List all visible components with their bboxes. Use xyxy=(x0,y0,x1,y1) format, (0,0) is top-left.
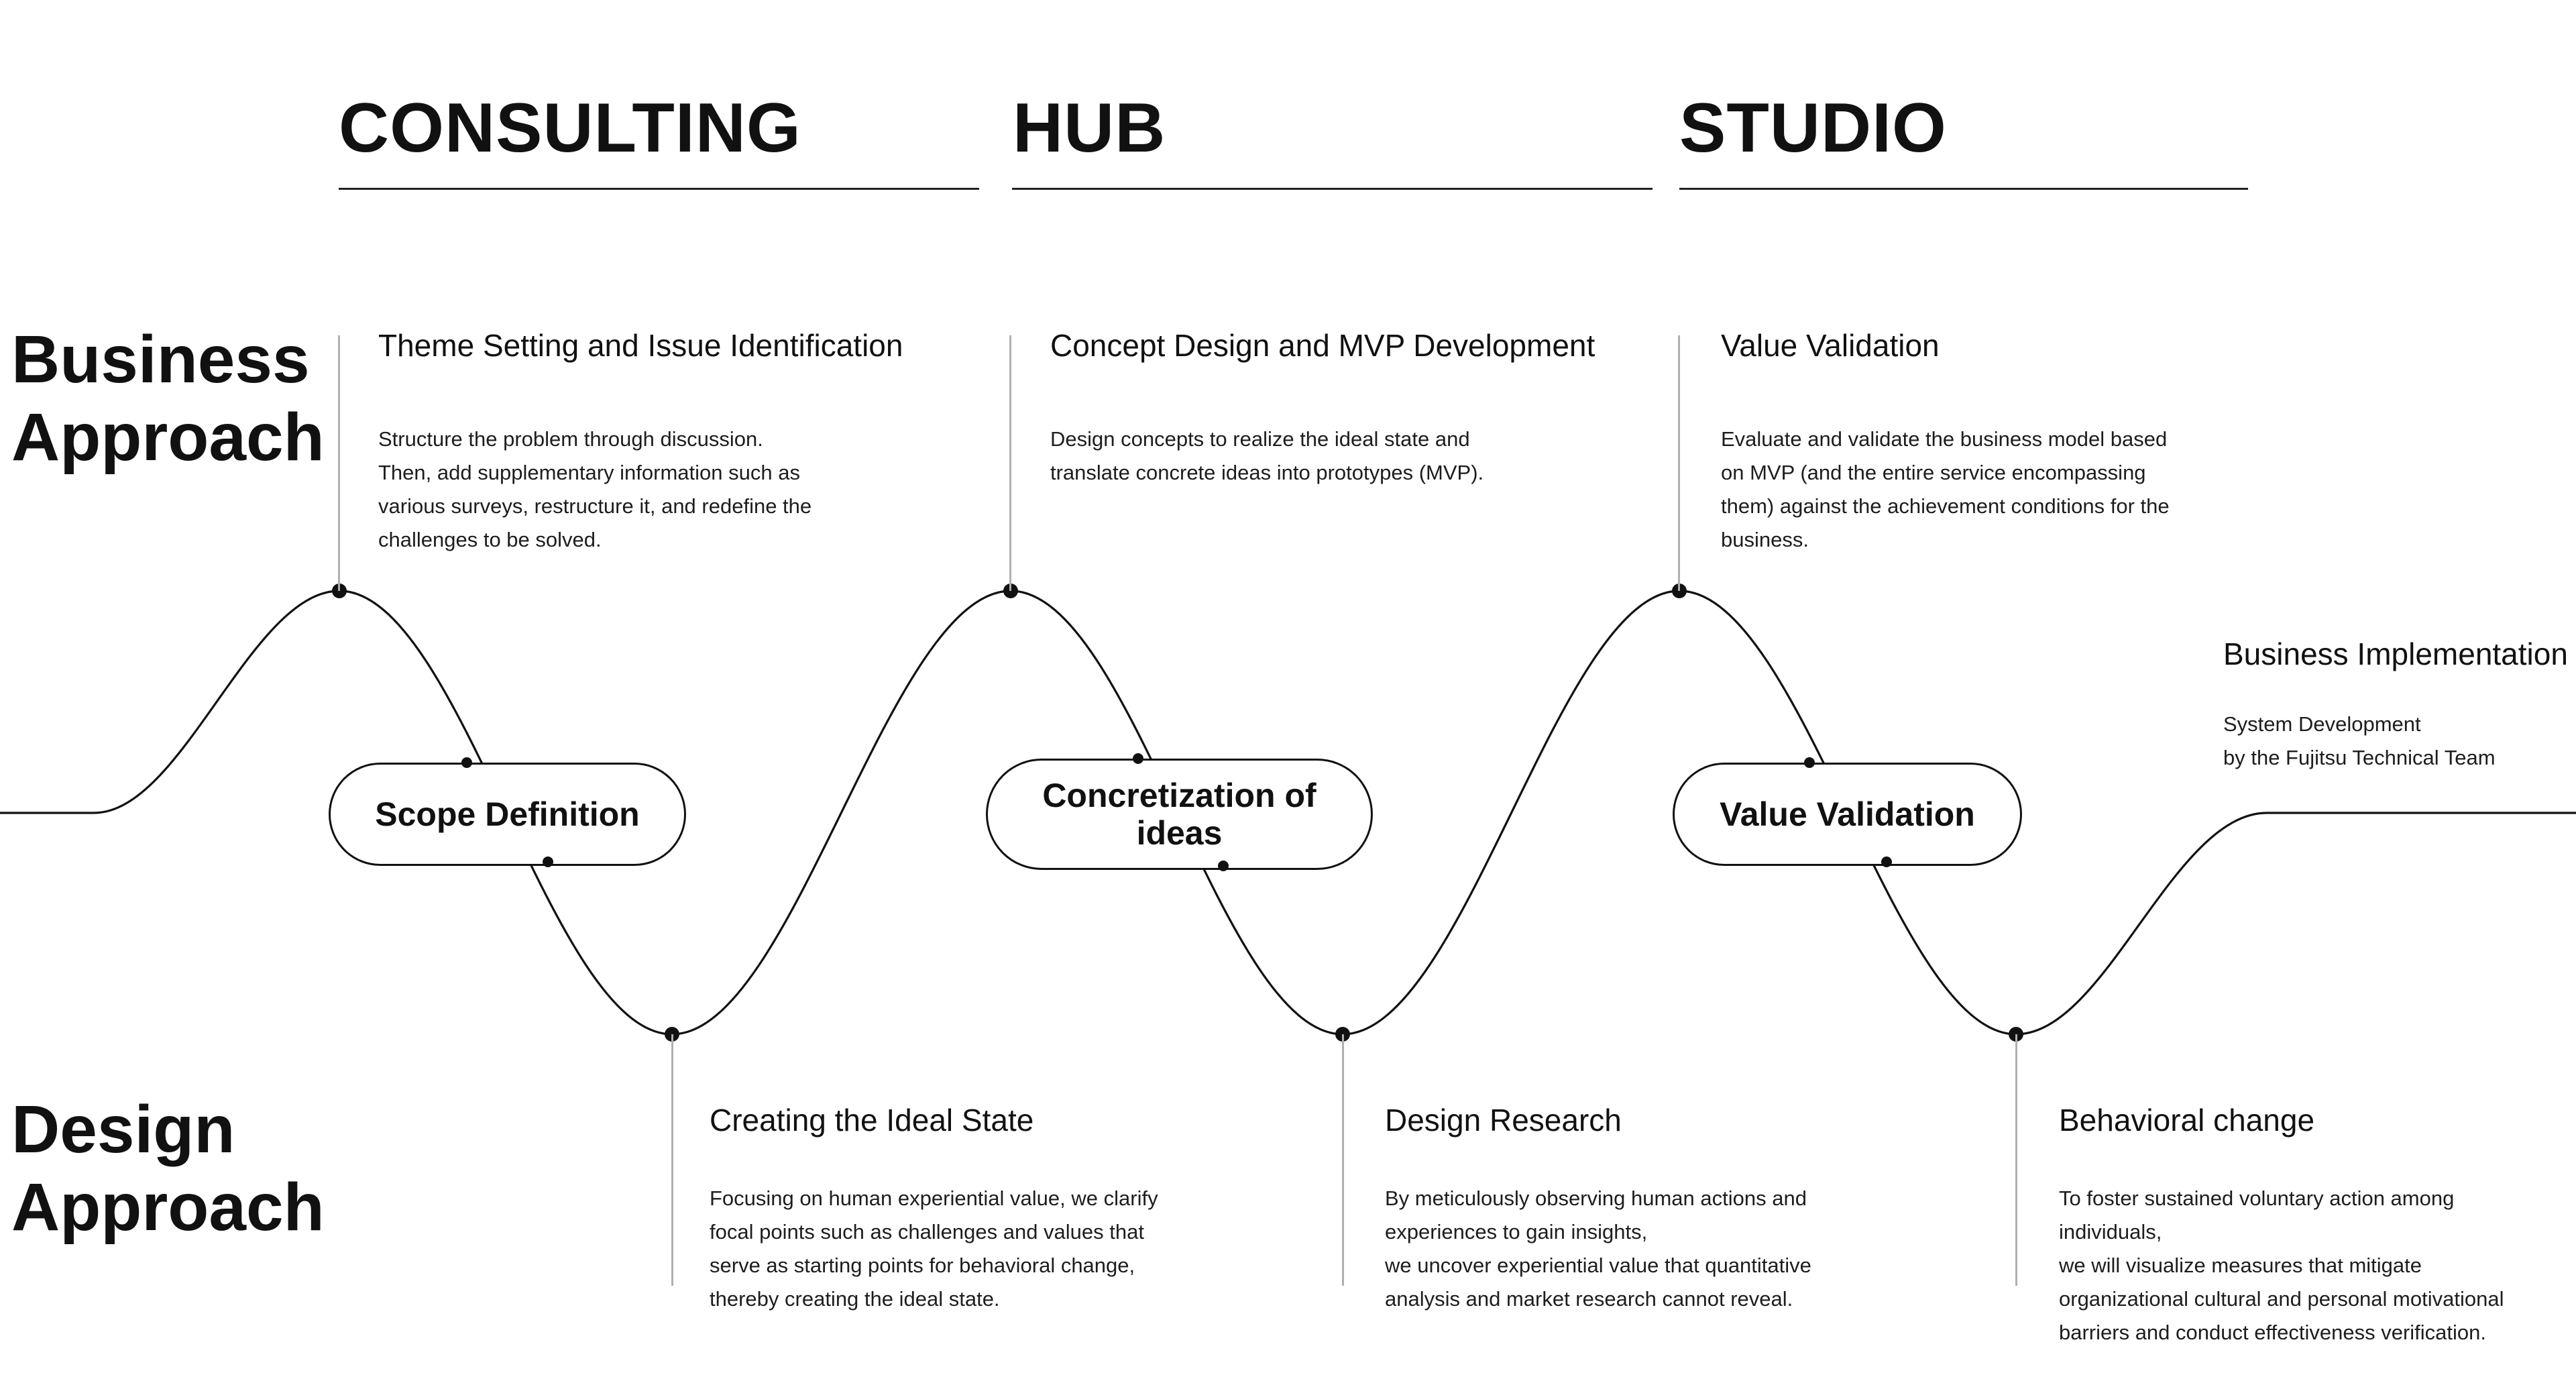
connector-line xyxy=(1342,1034,1344,1286)
body-line: Design concepts to realize the ideal sta… xyxy=(1050,427,1470,451)
business-card-concept-design: Concept Design and MVP Development xyxy=(1050,327,1667,364)
pill-label-line: ideas xyxy=(1136,814,1223,852)
body-line: barriers and conduct effectiveness verif… xyxy=(2059,1321,2486,1344)
connector-line xyxy=(1678,335,1680,591)
business-card-value-validation: Value Validation xyxy=(1721,327,2338,364)
body-line: individuals, xyxy=(2059,1220,2162,1244)
pill-label: Value Validation xyxy=(1720,795,1975,833)
body-line: on MVP (and the entire service encompass… xyxy=(1721,461,2146,484)
connector-line xyxy=(1009,335,1011,591)
body-line: we will visualize measures that mitigate xyxy=(2059,1254,2422,1277)
body-line: thereby creating the ideal state. xyxy=(710,1287,1000,1311)
card-title: Concept Design and MVP Development xyxy=(1050,328,1595,363)
connector-line xyxy=(338,335,340,591)
business-card-value-validation-body: Evaluate and validate the business model… xyxy=(1721,423,2170,557)
body-line: Structure the problem through discussion… xyxy=(378,427,763,451)
phase-title-consulting: CONSULTING xyxy=(339,89,801,167)
card-title: Behavioral change xyxy=(2059,1103,2315,1138)
phase-title-hub: HUB xyxy=(1013,89,1166,167)
pill-crossing-dot xyxy=(543,857,553,867)
wave-peak-dot xyxy=(332,584,347,598)
pill-value-validation: Value Validation xyxy=(1673,763,2022,866)
card-title: Theme Setting and Issue Identification xyxy=(378,328,903,363)
body-line: focal points such as challenges and valu… xyxy=(710,1220,1144,1244)
body-line: challenges to be solved. xyxy=(378,528,602,551)
body-line: Then, add supplementary information such… xyxy=(378,461,800,484)
card-title: Value Validation xyxy=(1721,328,1940,363)
body-line: experiences to gain insights, xyxy=(1385,1220,1648,1244)
design-card-creating-ideal-state: Creating the Ideal State xyxy=(710,1102,1327,1138)
pill-concretization-of-ideas: Concretization of ideas xyxy=(986,759,1373,870)
body-line: System Development xyxy=(2223,712,2421,736)
body-line: organizational cultural and personal mot… xyxy=(2059,1287,2504,1311)
body-line: by the Fujitsu Technical Team xyxy=(2223,746,2496,769)
pill-scope-definition: Scope Definition xyxy=(329,763,686,866)
design-card-design-research-body: By meticulously observing human actions … xyxy=(1385,1182,1811,1316)
pill-label: Concretization of ideas xyxy=(1042,777,1316,852)
body-line: Evaluate and validate the business model… xyxy=(1721,427,2168,451)
body-line: we uncover experiential value that quant… xyxy=(1385,1254,1811,1277)
phase-rule-consulting xyxy=(339,188,979,190)
business-card-theme-setting: Theme Setting and Issue Identification xyxy=(378,327,995,364)
design-card-behavioral-change-body: To foster sustained voluntary action amo… xyxy=(2059,1182,2504,1349)
phase-rule-hub xyxy=(1012,188,1653,190)
pill-crossing-dot xyxy=(1881,857,1892,867)
body-line: business. xyxy=(1721,528,1809,551)
body-line: various surveys, restructure it, and red… xyxy=(378,494,812,518)
business-card-theme-setting-body: Structure the problem through discussion… xyxy=(378,423,811,557)
pill-crossing-dot xyxy=(1218,861,1229,871)
connector-line xyxy=(2015,1034,2017,1286)
body-line: To foster sustained voluntary action amo… xyxy=(2059,1186,2455,1210)
wave-peak-dot xyxy=(1672,584,1687,598)
body-line: them) against the achievement conditions… xyxy=(1721,494,2170,518)
card-title: Creating the Ideal State xyxy=(710,1103,1034,1138)
design-card-behavioral-change: Behavioral change xyxy=(2059,1102,2576,1138)
card-title: Design Research xyxy=(1385,1103,1622,1138)
implementation-title: Business Implementation xyxy=(2223,637,2568,671)
pill-label: Scope Definition xyxy=(375,795,640,833)
pill-crossing-dot xyxy=(461,757,472,768)
body-line: translate concrete ideas into prototypes… xyxy=(1050,461,1484,484)
wave-peak-dot xyxy=(1003,584,1018,598)
pill-crossing-dot xyxy=(1133,753,1143,764)
body-line: serve as starting points for behavioral … xyxy=(710,1254,1135,1277)
pill-label-line: Concretization of xyxy=(1042,777,1317,814)
design-card-creating-ideal-state-body: Focusing on human experiential value, we… xyxy=(710,1182,1158,1316)
business-card-concept-design-body: Design concepts to realize the ideal sta… xyxy=(1050,423,1483,490)
phase-title-studio: STUDIO xyxy=(1679,89,1947,167)
phase-rule-studio xyxy=(1679,188,2248,190)
body-line: analysis and market research cannot reve… xyxy=(1385,1287,1793,1311)
lane-label-design-approach: Design Approach xyxy=(11,1092,325,1245)
body-line: Focusing on human experiential value, we… xyxy=(710,1186,1158,1210)
pill-crossing-dot xyxy=(1804,757,1815,768)
connector-line xyxy=(671,1034,673,1286)
lane-label-business-approach: Business Approach xyxy=(11,322,325,475)
implementation-body: System Development by the Fujitsu Techni… xyxy=(2223,708,2496,775)
body-line: By meticulously observing human actions … xyxy=(1385,1186,1807,1210)
design-card-design-research: Design Research xyxy=(1385,1102,2002,1138)
